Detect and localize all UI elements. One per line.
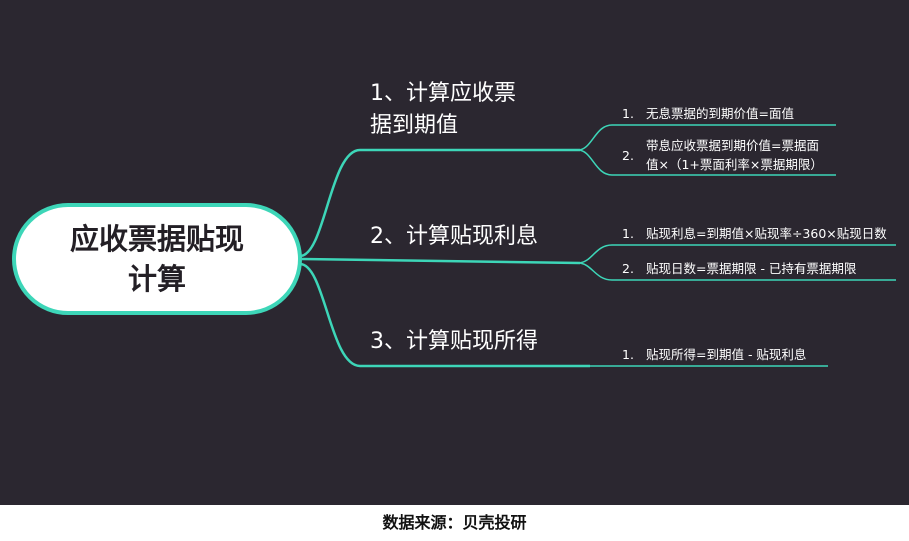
- leaf-text: 贴现所得=到期值 - 贴现利息: [646, 347, 807, 362]
- leaf-number: 1.: [622, 226, 634, 241]
- leaf-b3-1: 1. 贴现所得=到期值 - 贴现利息: [622, 345, 806, 364]
- leaf-text: 贴现利息=到期值×贴现率÷360×贴现日数: [646, 226, 887, 241]
- leaf-b1-1: 1. 无息票据的到期价值=面值: [622, 104, 794, 123]
- connector-root-branch-1: [299, 148, 580, 258]
- branch-2-label: 2、计算贴现利息: [370, 224, 538, 249]
- data-source-caption: 数据来源：贝壳投研: [382, 513, 527, 532]
- root-title: 应收票据贴现计算: [69, 222, 244, 296]
- connector-root-branch-2: [301, 257, 581, 265]
- branch-1-label: 1、计算应收票 据到期值: [370, 81, 516, 138]
- connector-b1-leaf-1: [577, 124, 836, 151]
- root-node: 应收票据贴现计算: [12, 203, 302, 315]
- connector-root-branch-3: [299, 262, 590, 368]
- branch-3-label: 3、计算贴现所得: [370, 329, 538, 354]
- leaf-b1-2: 2. 带息应收票据到期价值=票据面 值×（1+票面利率×票据期限）: [622, 136, 823, 174]
- leaf-text: 贴现日数=票据期限 - 已持有票据期限: [646, 261, 857, 276]
- connector-b2-leaf-1: [577, 244, 896, 264]
- leaf-b2-1: 1. 贴现利息=到期值×贴现率÷360×贴现日数: [622, 224, 887, 243]
- leaf-number: 1.: [622, 106, 634, 121]
- leaf-number: 2.: [622, 148, 634, 163]
- leaf-number: 1.: [622, 347, 634, 362]
- leaf-number: 2.: [622, 261, 634, 276]
- connector-b1-leaf-2: [577, 149, 836, 176]
- leaf-text: 带息应收票据到期价值=票据面 值×（1+票面利率×票据期限）: [646, 138, 823, 172]
- mindmap-canvas: 应收票据贴现计算 1、计算应收票 据到期值 2、计算贴现利息 3、计算贴现所得 …: [0, 0, 909, 505]
- connector-lines: [299, 124, 896, 368]
- connector-b2-leaf-2: [577, 262, 896, 281]
- leaf-text: 无息票据的到期价值=面值: [646, 106, 794, 121]
- leaf-b2-2: 2. 贴现日数=票据期限 - 已持有票据期限: [622, 259, 856, 278]
